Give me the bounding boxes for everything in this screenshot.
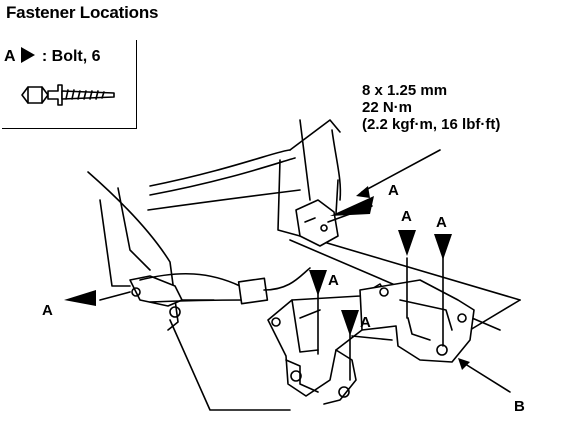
callout-a-mid-right: A (436, 214, 447, 231)
legend-text: : Bolt, 6 (41, 48, 101, 65)
legend-box (2, 40, 137, 129)
callout-a-center: A (328, 272, 339, 289)
legend: A : Bolt, 6 (4, 47, 101, 66)
callout-a-upper: A (388, 182, 399, 199)
callout-b: B (514, 398, 525, 415)
fastener-arrow (330, 196, 374, 216)
leader-arrowhead (356, 186, 370, 198)
fastener-arrow (341, 310, 359, 336)
legend-letter: A (4, 48, 15, 65)
torque-spec-alt-units: (2.2 kgf·m, 16 lbf·ft) (362, 116, 501, 133)
leader-arrowhead (458, 358, 470, 370)
fastener-arrow (64, 290, 96, 306)
arrow-icon (21, 47, 36, 63)
torque-spec-size: 8 x 1.25 mm (362, 82, 448, 99)
callout-a-lower: A (360, 314, 371, 331)
bolt-icon (21, 84, 115, 106)
fastener-arrow (309, 270, 327, 296)
page-title: Fastener Locations (6, 3, 159, 22)
fastener-arrow (434, 234, 452, 260)
callout-a-mid-left: A (401, 208, 412, 225)
torque-spec: 8 x 1.25 mm 22 N·m (2.2 kgf·m, 16 lbf·ft… (362, 82, 500, 133)
fastener-arrow (398, 230, 416, 256)
callout-a-left: A (42, 302, 53, 319)
torque-spec-value: 22 N·m (362, 99, 413, 116)
